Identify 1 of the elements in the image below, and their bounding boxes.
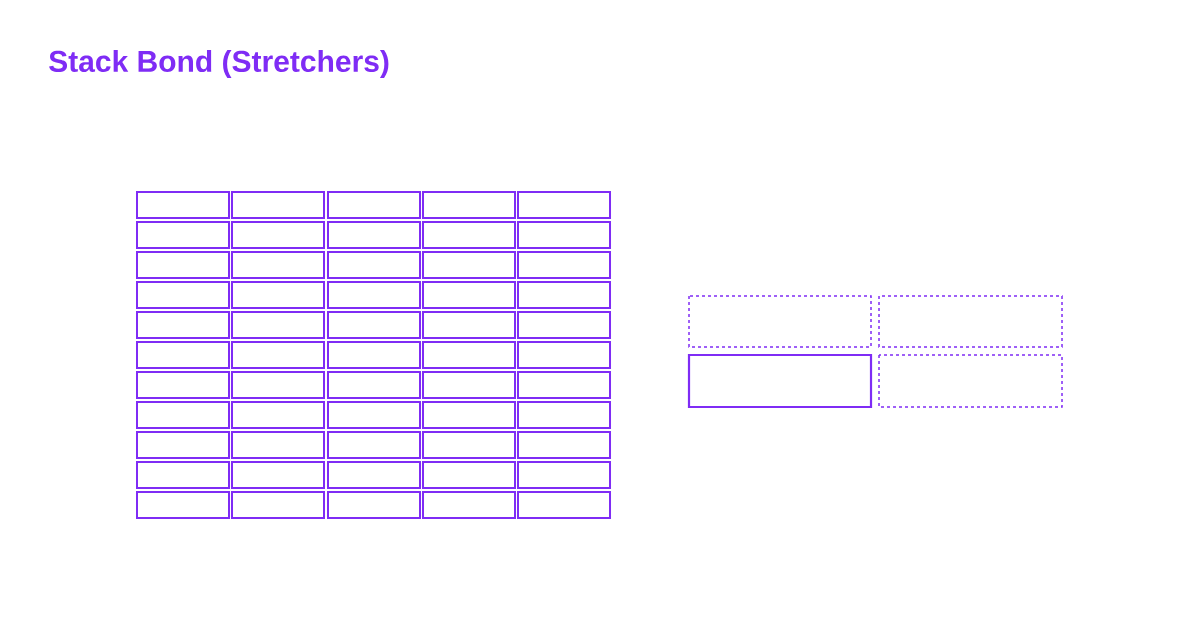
title: Stack Bond (Stretchers)	[49, 50, 389, 78]
